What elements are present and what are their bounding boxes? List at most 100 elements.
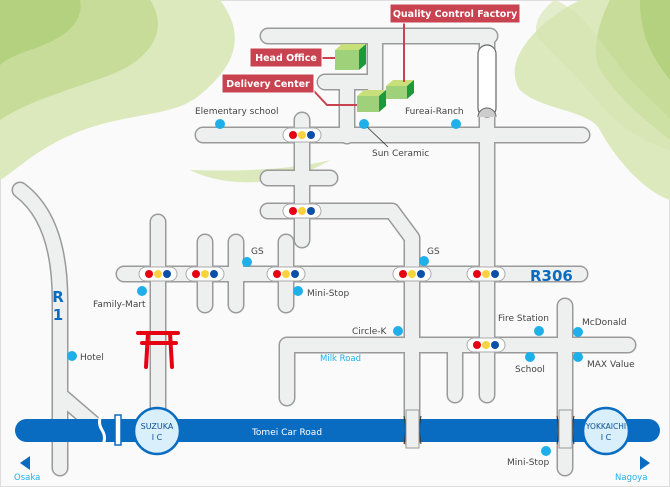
signal-light	[210, 270, 218, 278]
signal-light	[154, 270, 162, 278]
traffic-signal	[282, 203, 322, 219]
landmark-mini-stop[interactable]: Mini-Stop	[507, 446, 551, 468]
yokkaichi-ic-name: YOKKAICHI	[585, 422, 626, 431]
landmark-label: MAX Value	[587, 360, 635, 370]
delivery-center-tag[interactable]: Delivery Center	[221, 73, 315, 94]
signal-light	[289, 207, 297, 215]
traffic-signal	[185, 266, 225, 282]
landmark-label: GS	[427, 247, 440, 257]
landmark-mcdonald[interactable]: McDonald	[573, 318, 627, 337]
traffic-signals	[138, 127, 506, 353]
signal-light	[282, 270, 290, 278]
yokkaichi-ic[interactable]: YOKKAICHI I C	[581, 406, 631, 456]
signal-light	[473, 270, 481, 278]
traffic-signal	[266, 266, 306, 282]
tunnel	[477, 44, 497, 118]
arrow-right-icon[interactable]	[640, 456, 650, 470]
head-office-building[interactable]	[335, 44, 366, 70]
delivery-center-building[interactable]	[357, 90, 386, 112]
signal-light	[307, 207, 315, 215]
poi-marker-icon[interactable]	[419, 256, 429, 266]
delivery-center-label: Delivery Center	[226, 79, 310, 90]
signal-light	[298, 207, 306, 215]
landmark-mini-stop[interactable]: Mini-Stop	[293, 286, 349, 299]
traffic-signal	[466, 266, 506, 282]
poi-marker-icon[interactable]	[451, 119, 461, 129]
poi-marker-icon[interactable]	[573, 352, 583, 362]
hills	[0, 0, 670, 200]
poi-marker-icon[interactable]	[573, 327, 583, 337]
landmark-label: School	[515, 365, 545, 375]
suzuka-ic[interactable]: SUZUKA I C	[132, 406, 182, 456]
landmark-gs[interactable]: GS	[419, 247, 440, 266]
signal-light	[298, 131, 306, 139]
poi-marker-icon[interactable]	[359, 119, 369, 129]
poi-marker-icon[interactable]	[67, 351, 77, 361]
shrine-torii-icon	[136, 331, 180, 369]
signal-light	[408, 270, 416, 278]
direction-east: Nagoya	[615, 473, 647, 483]
landmark-elementary-school[interactable]: Elementary school	[195, 107, 279, 129]
poi-marker-icon[interactable]	[293, 286, 303, 296]
r1-label-1: 1	[53, 306, 63, 324]
landmark-max-value[interactable]: MAX Value	[573, 352, 635, 370]
arrow-left-icon[interactable]	[20, 456, 30, 470]
landmark-label: Mini-Stop	[507, 458, 549, 468]
poi-marker-icon[interactable]	[137, 286, 147, 296]
landmark-gs[interactable]: GS	[242, 247, 264, 267]
poi-marker-icon[interactable]	[215, 119, 225, 129]
landmark-label: Hotel	[80, 353, 104, 363]
poi-marker-icon[interactable]	[393, 326, 403, 336]
traffic-signal	[466, 337, 506, 353]
landmark-fureai-ranch[interactable]: Fureai-Ranch	[405, 107, 464, 129]
signal-light	[491, 341, 499, 349]
poi-marker-icon[interactable]	[525, 352, 535, 362]
milk-road-label: Milk Road	[320, 354, 361, 364]
suzuka-ic-suffix: I C	[152, 433, 163, 442]
landmark-family-mart[interactable]: Family-Mart	[93, 286, 147, 310]
signal-light	[399, 270, 407, 278]
signal-light	[192, 270, 200, 278]
poi-marker-icon[interactable]	[534, 326, 544, 336]
signal-light	[201, 270, 209, 278]
traffic-signal	[138, 266, 178, 282]
signal-light	[417, 270, 425, 278]
direction-west: Osaka	[14, 473, 40, 483]
signal-light	[289, 131, 297, 139]
landmark-hotel[interactable]: Hotel	[67, 351, 104, 363]
signal-light	[291, 270, 299, 278]
quality-control-factory-building[interactable]	[386, 80, 414, 99]
sun-ceramic-leader	[363, 123, 389, 148]
poi-marker-icon[interactable]	[242, 257, 252, 267]
signal-light	[145, 270, 153, 278]
landmark-school[interactable]: School	[515, 352, 545, 375]
signal-light	[482, 270, 490, 278]
yokkaichi-ic-suffix: I C	[601, 433, 612, 442]
poi-marker-icon[interactable]	[541, 446, 551, 456]
signal-light	[307, 131, 315, 139]
landmark-label: Mini-Stop	[307, 289, 349, 299]
quality-control-factory-tag[interactable]: Quality Control Factory	[389, 3, 521, 24]
quality-control-factory-label: Quality Control Factory	[393, 9, 518, 20]
landmark-sun-ceramic[interactable]: Sun Ceramic	[359, 119, 429, 159]
landmark-label: Sun Ceramic	[372, 149, 429, 159]
traffic-signal	[392, 266, 432, 282]
landmark-label: Elementary school	[195, 107, 279, 117]
landmark-label: Circle-K	[352, 327, 388, 337]
landmark-label: McDonald	[582, 318, 627, 328]
landmark-fire-station[interactable]: Fire Station	[498, 314, 549, 336]
signal-light	[473, 341, 481, 349]
suzuka-ic-name: SUZUKA	[141, 422, 174, 431]
tomei-label: Tomei Car Road	[251, 428, 322, 438]
landmark-label: Family-Mart	[93, 300, 146, 310]
head-office-tag[interactable]: Head Office	[249, 47, 323, 68]
traffic-signal	[282, 127, 322, 143]
landmark-circle-k[interactable]: Circle-K	[352, 326, 403, 337]
landmark-label: Fureai-Ranch	[405, 107, 464, 117]
r1-label-r: R	[52, 288, 64, 306]
signal-light	[163, 270, 171, 278]
signal-light	[491, 270, 499, 278]
r306-label: R306	[530, 267, 573, 285]
